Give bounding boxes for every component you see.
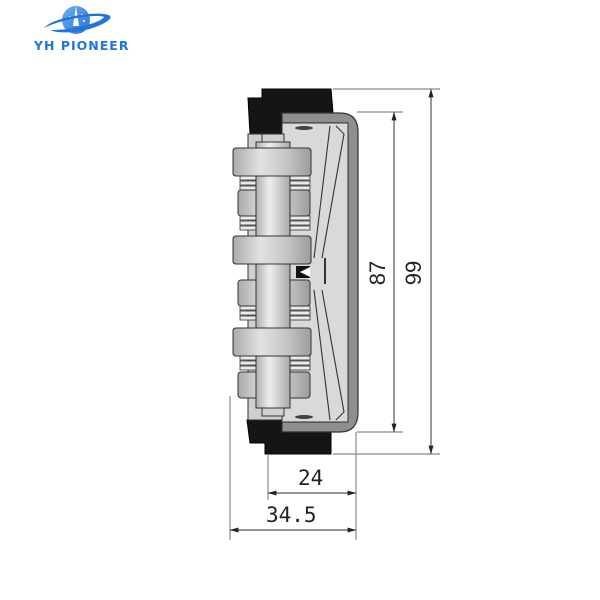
brand-logo: YH PIONEER (14, 2, 144, 58)
brand-name: YH PIONEER (34, 38, 130, 53)
dimension-99: 99 (401, 260, 427, 286)
dimension-87: 87 (365, 260, 391, 286)
dimension-lines (229, 88, 440, 540)
planet-rocket-logo-icon (44, 6, 111, 34)
dimension-24: 24 (298, 466, 324, 490)
dimension-34-5: 34.5 (266, 503, 317, 527)
